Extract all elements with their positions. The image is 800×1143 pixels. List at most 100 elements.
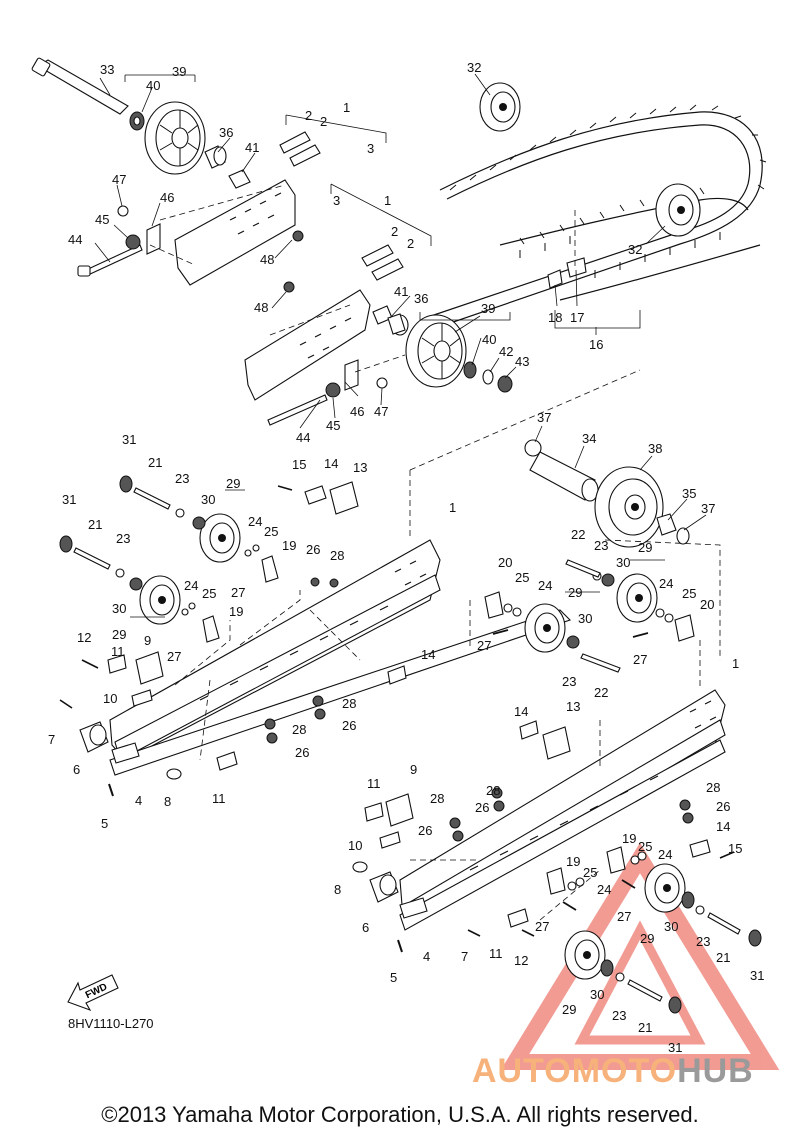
callout-28: 28 — [330, 548, 344, 563]
callout-5: 5 — [101, 816, 108, 831]
callout-36: 36 — [414, 291, 428, 306]
callout-48: 48 — [260, 252, 274, 267]
callout-32: 32 — [628, 242, 642, 257]
callout-35: 35 — [682, 486, 696, 501]
callout-5: 5 — [390, 970, 397, 985]
callout-31: 31 — [668, 1040, 682, 1055]
callout-23: 23 — [612, 1008, 626, 1023]
callout-26: 26 — [716, 799, 730, 814]
callout-29: 29 — [640, 931, 654, 946]
callout-46: 46 — [350, 404, 364, 419]
callout-26: 26 — [475, 800, 489, 815]
callout-3: 3 — [333, 193, 340, 208]
callout-23: 23 — [116, 531, 130, 546]
callout-25: 25 — [202, 586, 216, 601]
callout-24: 24 — [597, 882, 611, 897]
callout-13: 13 — [353, 460, 367, 475]
idler-wheel-32-lower — [655, 183, 701, 237]
callout-3: 3 — [367, 141, 374, 156]
callout-20: 20 — [700, 597, 714, 612]
callout-28: 28 — [292, 722, 306, 737]
callout-1: 1 — [732, 656, 739, 671]
rear-axle-assembly — [524, 439, 690, 548]
callout-18: 18 — [548, 310, 562, 325]
callout-6: 6 — [362, 920, 369, 935]
callout-22: 22 — [571, 527, 585, 542]
callout-31: 31 — [122, 432, 136, 447]
callout-37: 37 — [537, 410, 551, 425]
callout-30: 30 — [664, 919, 678, 934]
callout-22: 22 — [594, 685, 608, 700]
callout-7: 7 — [461, 949, 468, 964]
callout-2: 2 — [320, 114, 327, 129]
callout-25: 25 — [638, 839, 652, 854]
callout-21: 21 — [148, 455, 162, 470]
callout-39: 39 — [172, 64, 186, 79]
diagram-code: 8HV1110-L270 — [68, 1016, 154, 1031]
watermark-text: AUTOMOTOHUB — [472, 1052, 754, 1091]
callout-9: 9 — [410, 762, 417, 777]
callout-41: 41 — [394, 284, 408, 299]
callout-17: 17 — [570, 310, 584, 325]
callout-25: 25 — [264, 524, 278, 539]
callout-24: 24 — [184, 578, 198, 593]
callout-2: 2 — [305, 108, 312, 123]
callout-41: 41 — [245, 140, 259, 155]
callout-27: 27 — [167, 649, 181, 664]
callout-19: 19 — [566, 854, 580, 869]
copyright-notice: ©2013 Yamaha Motor Corporation, U.S.A. A… — [101, 1102, 699, 1127]
callout-43: 43 — [515, 354, 529, 369]
callout-1: 1 — [384, 193, 391, 208]
callout-26: 26 — [418, 823, 432, 838]
left-slide-rail — [59, 475, 572, 797]
callout-38: 38 — [648, 441, 662, 456]
callout-31: 31 — [62, 492, 76, 507]
callout-28: 28 — [486, 783, 500, 798]
callout-26: 26 — [295, 745, 309, 760]
callout-44: 44 — [68, 232, 82, 247]
callout-23: 23 — [594, 538, 608, 553]
callout-2: 2 — [407, 236, 414, 251]
callout-21: 21 — [716, 950, 730, 965]
callout-24: 24 — [658, 847, 672, 862]
callout-47: 47 — [374, 404, 388, 419]
callout-46: 46 — [160, 190, 174, 205]
watermark-part2: HUB — [677, 1052, 754, 1090]
callout-37: 37 — [701, 501, 715, 516]
callout-6: 6 — [73, 762, 80, 777]
callout-34: 34 — [582, 431, 596, 446]
callout-14: 14 — [421, 647, 435, 662]
callout-11: 11 — [489, 946, 503, 961]
callout-47: 47 — [112, 172, 126, 187]
callout-25: 25 — [515, 570, 529, 585]
callout-26: 26 — [306, 542, 320, 557]
callout-14: 14 — [514, 704, 528, 719]
fwd-arrow: FWD — [67, 974, 119, 1012]
callout-15: 15 — [292, 457, 306, 472]
callout-28: 28 — [342, 696, 356, 711]
callout-42: 42 — [499, 344, 513, 359]
watermark-part1: AUTOMOTO — [472, 1052, 678, 1090]
callout-labels: 33 40 39 32 1 2 2 3 36 41 47 46 45 44 48… — [48, 60, 764, 1055]
callout-29: 29 — [638, 540, 652, 555]
callout-20: 20 — [498, 555, 512, 570]
callout-12: 12 — [514, 953, 528, 968]
callout-21: 21 — [88, 517, 102, 532]
callout-21: 21 — [638, 1020, 652, 1035]
callout-23: 23 — [696, 934, 710, 949]
callout-13: 13 — [566, 699, 580, 714]
callout-27: 27 — [633, 652, 647, 667]
callout-7: 7 — [48, 732, 55, 747]
callout-28: 28 — [430, 791, 444, 806]
callout-14: 14 — [716, 819, 730, 834]
callout-28: 28 — [706, 780, 720, 795]
callout-23: 23 — [562, 674, 576, 689]
callout-27: 27 — [535, 919, 549, 934]
callout-26: 26 — [342, 718, 356, 733]
callout-39: 39 — [481, 301, 495, 316]
callout-29: 29 — [562, 1002, 576, 1017]
callout-14: 14 — [324, 456, 338, 471]
callout-25: 25 — [682, 586, 696, 601]
guide-lines — [124, 74, 721, 921]
